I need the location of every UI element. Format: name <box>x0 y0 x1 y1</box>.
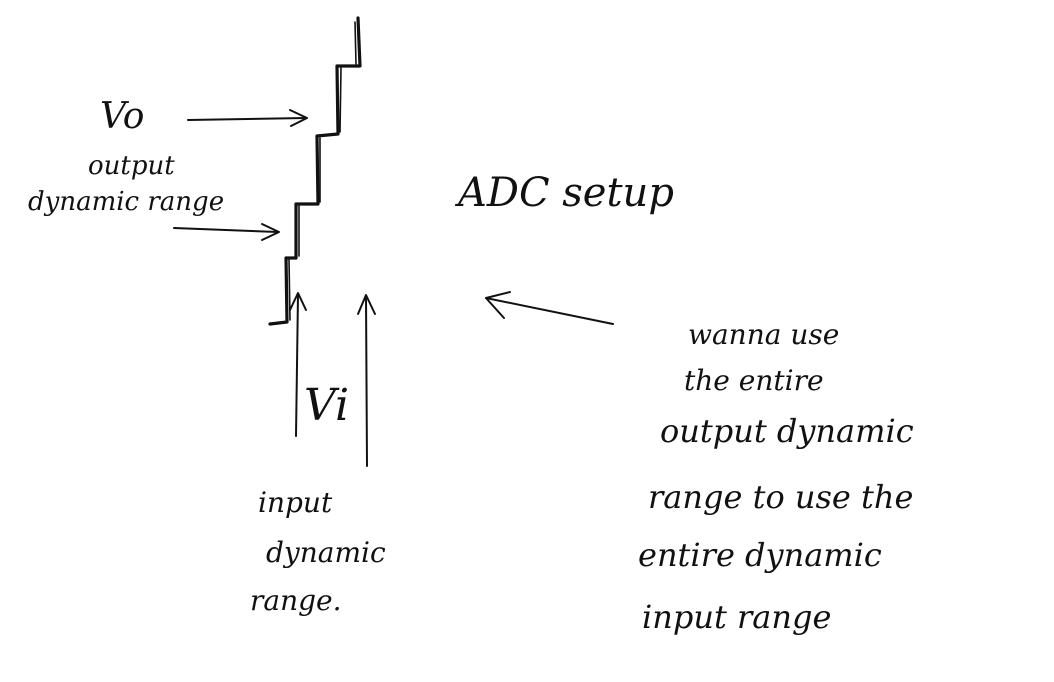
input-range-label-line2: dynamic <box>266 536 386 569</box>
vo-label: Vo <box>100 96 144 137</box>
handwritten-note: wanna use the entire output dynamic rang… <box>638 318 914 636</box>
input-range-label-line3: range. <box>250 584 342 617</box>
adc-staircase <box>268 16 362 326</box>
note-line-3: output dynamic <box>660 412 914 450</box>
note-arrow <box>485 291 614 325</box>
note-line-4: range to use the <box>648 478 913 516</box>
output-range-label-line1: output <box>88 151 175 181</box>
vo-arrow <box>187 109 308 127</box>
note-line-6: input range <box>642 598 831 636</box>
input-range-arrows <box>289 292 376 467</box>
note-line-5: entire dynamic <box>638 536 882 574</box>
note-line-2: the entire <box>684 364 824 397</box>
vi-label: Vi <box>304 380 349 431</box>
note-line-1: wanna use <box>688 318 839 351</box>
output-range-label-line2: dynamic range <box>28 187 224 217</box>
output-range-arrow <box>173 223 280 241</box>
diagram-title: ADC setup <box>454 170 674 216</box>
input-range-label-line1: input <box>258 486 333 519</box>
